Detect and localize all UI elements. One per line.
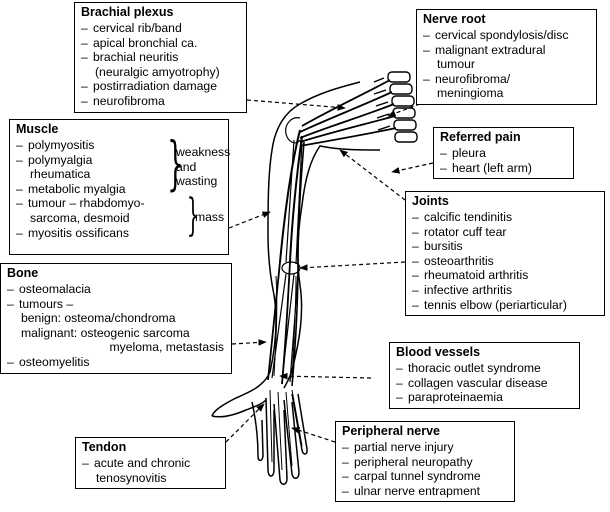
brace-label-mass: mass xyxy=(195,210,225,225)
brace-weakness: } xyxy=(167,129,184,197)
list-item: infective arthritis xyxy=(412,283,599,298)
list-item: osteoarthritis xyxy=(412,254,599,269)
list-item: heart (left arm) xyxy=(440,161,568,176)
pointer-joints-shoulder xyxy=(339,149,406,201)
pointer-muscle xyxy=(228,211,271,229)
list-item: polymyalgia xyxy=(16,153,223,168)
pointer-tendon xyxy=(225,403,265,443)
list-item: rotator cuff tear xyxy=(412,225,599,240)
list-item: pleura xyxy=(440,146,568,161)
nerve-root-box: Nerve root cervical spondylosis/disc mal… xyxy=(416,9,597,105)
brace-mass: } xyxy=(186,190,200,242)
box-title: Blood vessels xyxy=(396,345,481,359)
peripheral-nerve-box: Peripheral nerve partial nerve injury pe… xyxy=(335,421,515,503)
muscle-group-mass: tumour – rhabdomyo- sarcoma, desmoid myo… xyxy=(16,190,225,242)
list-item: tenosynovitis xyxy=(96,470,167,485)
list-item: thoracic outlet syndrome xyxy=(396,361,574,376)
list-item: partial nerve injury xyxy=(342,440,509,455)
box-title: Bone xyxy=(7,266,39,280)
list-item: malignant extradural xyxy=(423,43,591,58)
pointer-lines xyxy=(225,99,434,443)
list-item: neurofibroma/ xyxy=(423,72,591,87)
box-title: Peripheral nerve xyxy=(342,424,440,438)
list-item: osteomalacia xyxy=(7,282,226,297)
list-item: (neuralgic amyotrophy) xyxy=(95,64,220,79)
pointer-nerve-root xyxy=(387,103,421,117)
brace-label-weakness: weakness and wasting xyxy=(176,145,231,189)
list-item: rheumatoid arthritis xyxy=(412,268,599,283)
muscle-box: Muscle polymyositis polymyalgia rheumati… xyxy=(9,119,230,255)
box-title: Brachial plexus xyxy=(81,5,174,19)
muscle-group-weakness: polymyositis polymyalgia rheumatica meta… xyxy=(16,134,230,197)
list-item: bursitis xyxy=(412,239,599,254)
list-item: rheumatica xyxy=(30,167,91,182)
list-item: neurofibroma xyxy=(81,94,241,109)
list-item: ulnar nerve entrapment xyxy=(342,484,509,499)
list-item: cervical spondylosis/disc xyxy=(423,28,591,43)
pointer-brachial-plexus xyxy=(246,99,346,111)
list-item: tumours – xyxy=(7,297,226,312)
box-title: Muscle xyxy=(16,122,59,136)
pointer-referred-pain xyxy=(391,162,434,174)
cervical-spine xyxy=(373,71,418,143)
list-item: tennis elbow (periarticular) xyxy=(412,298,599,313)
list-item: meningioma xyxy=(437,86,504,101)
list-item: tumour – rhabdomyo- xyxy=(16,196,223,211)
list-item: polymyositis xyxy=(16,138,223,153)
list-item: acute and chronic xyxy=(82,456,220,471)
list-item: metabolic myalgia xyxy=(16,182,223,197)
list-item: myositis ossificans xyxy=(16,226,223,241)
bone-box: Bone osteomalacia tumours – benign: oste… xyxy=(0,263,232,374)
brachial-plexus-box: Brachial plexus cervical rib/band apical… xyxy=(74,2,247,113)
box-title: Nerve root xyxy=(423,12,486,26)
list-item: malignant: osteogenic sarcoma xyxy=(21,325,190,340)
box-title: Tendon xyxy=(82,440,127,454)
bones-and-nerves xyxy=(267,79,397,471)
tendon-box: Tendon acute and chronic tenosynovitis xyxy=(75,437,226,490)
list-item: tumour xyxy=(437,57,475,72)
list-item: brachial neuritis xyxy=(81,50,241,65)
blood-vessels-box: Blood vessels thoracic outlet syndrome c… xyxy=(389,342,580,409)
box-title: Referred pain xyxy=(440,130,521,144)
pointer-blood-vessels xyxy=(279,372,372,380)
box-title: Joints xyxy=(412,194,449,208)
list-item: carpal tunnel syndrome xyxy=(342,469,509,484)
list-item: calcific tendinitis xyxy=(412,210,599,225)
list-item: myeloma, metastasis xyxy=(109,340,224,355)
list-item: sarcoma, desmoid xyxy=(30,210,130,225)
list-item: collagen vascular disease xyxy=(396,376,574,391)
list-item: osteomyelitis xyxy=(7,355,226,370)
list-item: postirradiation damage xyxy=(81,79,241,94)
list-item: benign: osteoma/chondroma xyxy=(21,311,176,326)
list-item: peripheral neuropathy xyxy=(342,455,509,470)
list-item: cervical rib/band xyxy=(81,21,241,36)
pointer-peripheral-nerve xyxy=(291,427,336,443)
list-item: paraproteinaemia xyxy=(396,390,574,405)
pointer-joints-elbow xyxy=(299,261,406,271)
referred-pain-box: Referred pain pleura heart (left arm) xyxy=(433,127,574,180)
joints-box: Joints calcific tendinitis rotator cuff … xyxy=(405,191,605,317)
pointer-bone xyxy=(231,339,267,346)
list-item: apical bronchial ca. xyxy=(81,36,241,51)
